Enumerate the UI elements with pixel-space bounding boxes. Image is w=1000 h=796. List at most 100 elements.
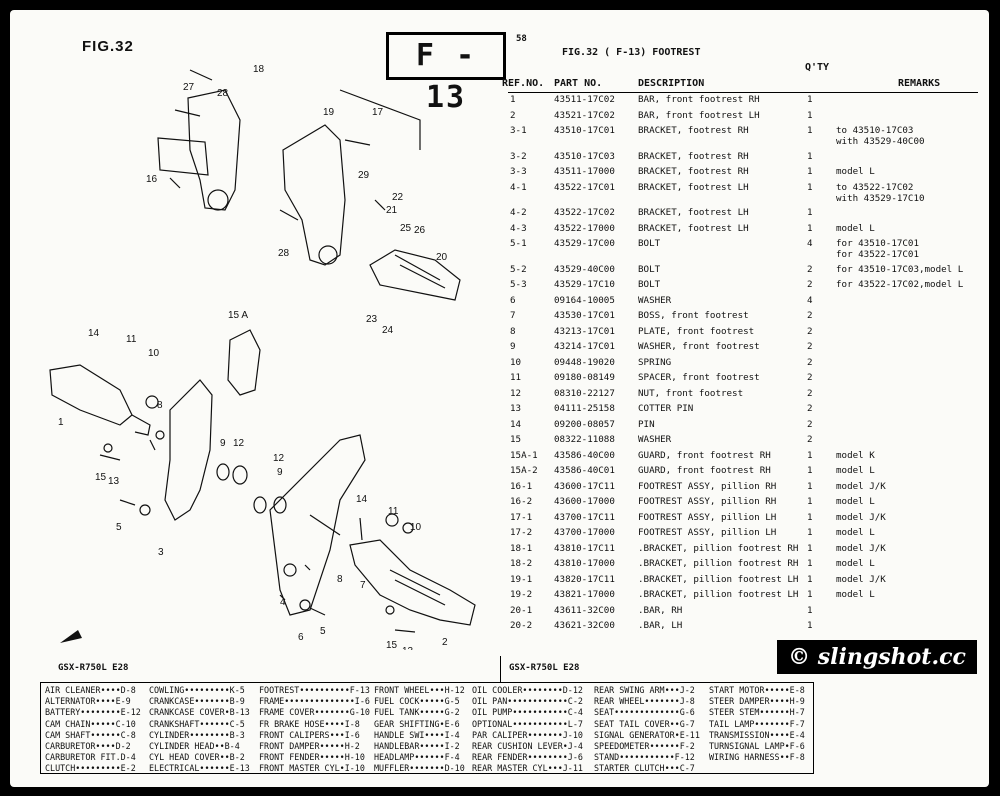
description-cell: PIN <box>638 418 655 430</box>
part-no-cell: 08322-11088 <box>554 434 615 445</box>
description-cell: GUARD, front footrest RH <box>638 465 771 476</box>
qty-cell: 1 <box>807 465 813 476</box>
part-no-cell: 43820-17C11 <box>554 573 615 585</box>
description-cell: BRACKET, footrest LH <box>638 222 749 234</box>
ref-cell: 11 <box>510 372 522 383</box>
qty-cell: 1 <box>807 496 813 507</box>
description-cell: FOOTREST ASSY, pillion RH <box>638 496 777 507</box>
qty-cell: 1 <box>807 542 813 554</box>
part-no-cell: 43700-17000 <box>554 527 615 538</box>
callout-9: 9 <box>220 438 226 449</box>
qty-cell: 2 <box>807 372 813 383</box>
ref-cell: 3-2 <box>510 150 527 162</box>
callout-11: 11 <box>126 334 137 345</box>
description-cell: BAR, front footrest RH <box>638 94 760 105</box>
ref-cell: 4-3 <box>510 222 527 234</box>
qty-cell: 1 <box>807 573 813 585</box>
remarks-cell: model L <box>836 465 875 476</box>
part-no-cell: 43611-32C00 <box>554 604 615 616</box>
remarks-cell: model L <box>836 558 875 569</box>
callout-15b: 15 <box>386 640 398 650</box>
ref-cell: 3-3 <box>510 166 527 177</box>
description-cell: FOOTREST ASSY, pillion LH <box>638 511 777 523</box>
part-no-cell: 43530-17C01 <box>554 310 615 321</box>
qty-cell: 2 <box>807 356 813 368</box>
part-no-cell: 43213-17C01 <box>554 325 615 337</box>
description-cell: BOSS, front footrest <box>638 310 749 321</box>
model-code-right: GSX-R750L E28 <box>509 663 580 673</box>
ref-cell: 17-1 <box>510 511 533 523</box>
callout-18: 18 <box>253 64 265 75</box>
callout-28: 28 <box>217 88 229 99</box>
callout-21: 21 <box>386 205 398 216</box>
index-col-7: START MOTOR•••••E-8 STEER DAMPER••••H-9 … <box>709 685 805 763</box>
ref-cell: 3-1 <box>510 125 527 136</box>
callout-13b: 13 <box>402 646 414 650</box>
description-cell: GUARD, front footrest RH <box>638 449 771 461</box>
callout-10b: 10 <box>410 522 422 533</box>
description-cell: BOLT <box>638 238 661 249</box>
description-cell: BOLT <box>638 263 661 275</box>
remarks-cell: model J/K <box>836 480 886 492</box>
index-col-2: COWLING•••••••••K-5 CRANKCASE•••••••B-9 … <box>149 685 250 774</box>
ref-cell: 6 <box>510 294 516 306</box>
callout-20: 20 <box>436 252 448 263</box>
qty-cell: 2 <box>807 325 813 337</box>
callout-19: 19 <box>323 107 335 118</box>
model-code-left: GSX-R750L E28 <box>58 663 129 673</box>
part-no-cell: 43700-17C11 <box>554 511 615 523</box>
qty-cell: 1 <box>807 511 813 523</box>
qty-cell: 1 <box>807 558 813 569</box>
ref-cell: 18-2 <box>510 558 533 569</box>
description-cell: .BRACKET, pillion footrest RH <box>638 558 799 569</box>
callout-6: 6 <box>298 632 304 643</box>
qty-header: Q'TY <box>805 62 830 73</box>
description-cell: COTTER PIN <box>638 403 694 414</box>
description-cell: BRACKET, footrest RH <box>638 125 749 136</box>
ref-cell: 2 <box>510 109 516 121</box>
qty-cell: 1 <box>807 181 813 193</box>
qty-cell: 1 <box>807 527 813 538</box>
ref-cell: 12 <box>510 387 522 399</box>
header-rule <box>508 92 978 93</box>
description-cell: WASHER, front footrest <box>638 341 760 352</box>
callout-9b: 9 <box>277 467 283 478</box>
ref-cell: 18-1 <box>510 542 533 554</box>
part-no-cell: 43510-17C01 <box>554 125 615 136</box>
ref-cell: 19-1 <box>510 573 533 585</box>
qty-cell: 1 <box>807 480 813 492</box>
col-header-desc: DESCRIPTION <box>638 78 705 89</box>
front-arrow-icon <box>60 630 82 643</box>
ref-cell: 10 <box>510 356 522 368</box>
part-no-cell: 43810-17C11 <box>554 542 615 554</box>
callout-12b: 12 <box>273 453 285 464</box>
ref-cell: 13 <box>510 403 522 414</box>
callout-2: 2 <box>442 637 448 648</box>
description-cell: BRACKET, footrest RH <box>638 166 749 177</box>
ref-cell: 5-1 <box>510 238 527 249</box>
pillion-bracket-rh-shape <box>187 89 241 211</box>
description-cell: WASHER <box>638 434 672 445</box>
ref-cell: 14 <box>510 418 522 430</box>
callout-11b: 11 <box>388 506 399 517</box>
callout-26: 26 <box>414 225 426 236</box>
